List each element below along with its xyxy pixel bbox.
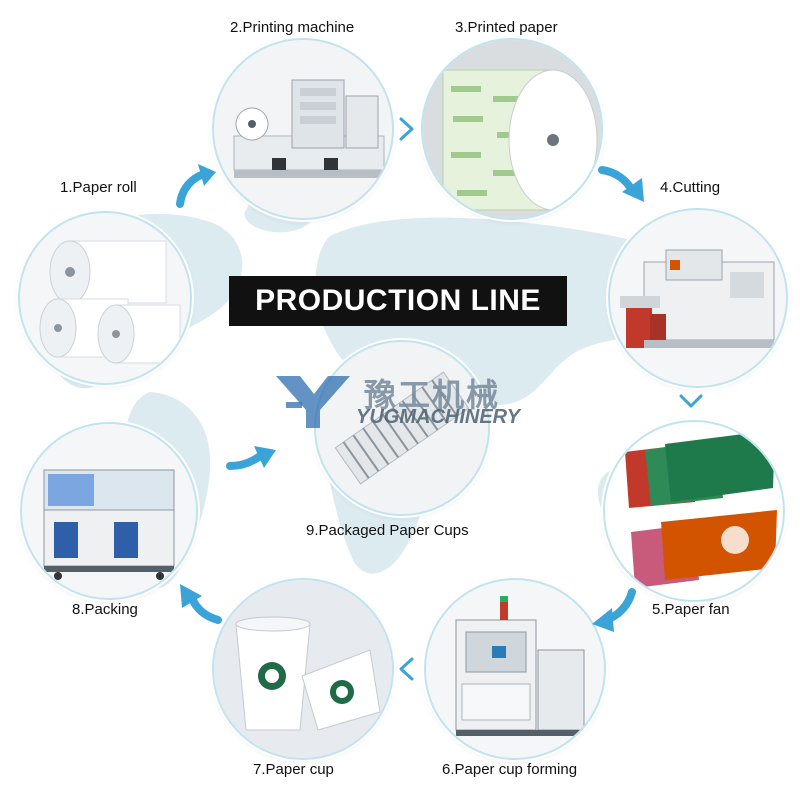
step-1-label: 1.Paper roll (60, 179, 137, 196)
paper-cup-fans-picture (605, 422, 783, 600)
logo-english-text: YUGMACHINERY (356, 406, 521, 428)
printed-paper-roll-picture (423, 40, 601, 218)
production-line-title: PRODUCTION LINE (229, 276, 567, 326)
step-2-printing-machine-image (212, 38, 394, 220)
step-4-label: 4.Cutting (660, 179, 721, 196)
arrow-8-to-9-icon (226, 446, 276, 470)
paper-cups-picture (214, 580, 392, 758)
arrow-3-to-4-icon (598, 166, 644, 202)
packaged-cup-stack-picture (316, 342, 488, 514)
step-5-label: 5.Paper fan (652, 601, 730, 618)
step-7-label: 7.Paper cup (253, 761, 334, 778)
step-5-paper-fan-image (603, 420, 785, 602)
step-9-label: 9.Packaged Paper Cups (306, 522, 469, 539)
cup-forming-machine-picture (426, 580, 604, 758)
company-logo-watermark: 豫工机械 YUGMACHINERY (272, 372, 532, 432)
step-8-label: 8.Packing (72, 601, 138, 618)
die-cutting-machine-picture (610, 210, 786, 386)
arrow-1-to-2-icon (176, 164, 216, 208)
step-8-packing-image (20, 422, 198, 600)
logo-mark-icon (276, 376, 350, 428)
arrow-5-to-6-icon (592, 588, 636, 632)
arrow-4-to-5-icon (679, 394, 703, 408)
arrow-2-to-3-icon (399, 117, 414, 141)
logo-chinese-text: 豫工机械 (364, 376, 501, 414)
paper-rolls-picture (20, 213, 190, 383)
step-6-paper-cup-forming-image (424, 578, 606, 760)
step-3-label: 3.Printed paper (455, 19, 558, 36)
step-7-paper-cup-image (212, 578, 394, 760)
arrow-6-to-7-icon (399, 657, 414, 681)
step-2-label: 2.Printing machine (230, 19, 355, 36)
packing-machine-picture (22, 424, 196, 598)
arrow-7-to-8-icon (180, 584, 222, 624)
step-9-packaged-paper-cups-image (314, 340, 490, 516)
step-6-label: 6.Paper cup forming (442, 761, 578, 778)
step-4-cutting-image (608, 208, 788, 388)
step-3-printed-paper-image (421, 38, 603, 220)
step-1-paper-roll-image (18, 211, 192, 385)
printing-machine-picture (214, 40, 392, 218)
